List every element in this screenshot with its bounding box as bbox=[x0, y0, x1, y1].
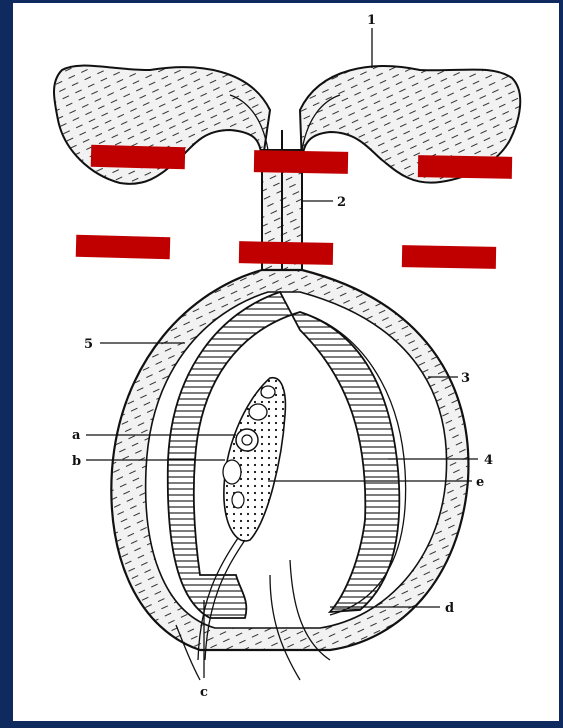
mask-bar bbox=[91, 145, 186, 169]
label-1-text: 1 bbox=[367, 13, 376, 28]
label-a-text: a bbox=[72, 428, 81, 443]
label-c-text: c bbox=[200, 685, 208, 700]
label-b-text: b bbox=[72, 454, 81, 469]
label-e-text: e bbox=[476, 475, 484, 490]
mask-bar bbox=[402, 245, 496, 269]
label-5-text: 5 bbox=[84, 337, 93, 352]
label-d-text: d bbox=[445, 601, 454, 616]
mask-bar bbox=[254, 150, 348, 174]
mask-bar bbox=[76, 235, 171, 259]
mask-bar bbox=[239, 241, 333, 265]
label-4-text: 4 bbox=[484, 453, 493, 468]
label-3-text: 3 bbox=[461, 371, 470, 386]
mask-bar bbox=[418, 155, 512, 179]
label-2-text: 2 bbox=[337, 195, 346, 210]
